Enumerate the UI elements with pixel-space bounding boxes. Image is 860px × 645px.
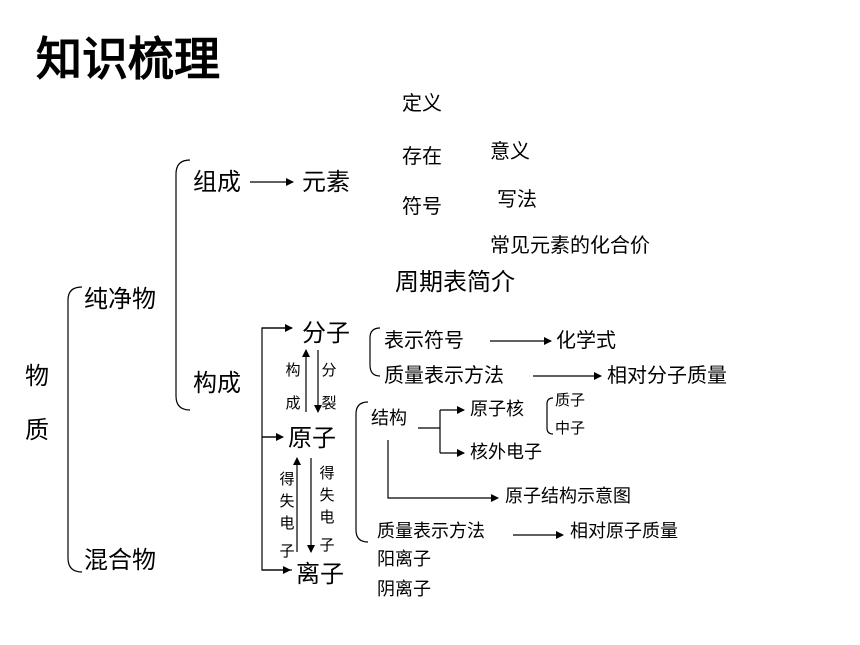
label-split: 分 裂 [321, 361, 337, 412]
atom-neutron: 中子 [555, 419, 586, 437]
node-ion: 离子 [296, 560, 344, 588]
element-writing: 写法 [497, 187, 537, 211]
element-valence: 常见元素的化合价 [490, 233, 650, 257]
ion-cation: 阳离子 [377, 549, 431, 570]
label-constitute: 构 成 [285, 361, 301, 412]
label-gain-lose-electron-left: 得 失 电 子 [279, 470, 295, 560]
relative-molecular-mass: 相对分子质量 [607, 363, 727, 387]
node-molecule: 分子 [302, 319, 350, 347]
molecule-formula: 化学式 [556, 328, 616, 352]
bracket-atom [355, 401, 369, 543]
node-element: 元素 [302, 168, 350, 196]
brace-pure [175, 159, 191, 411]
node-structure: 构成 [193, 369, 241, 397]
root-label-1: 物 [25, 362, 49, 390]
node-periodic-table: 周期表简介 [395, 268, 515, 296]
page-title: 知识梳理 [36, 32, 220, 86]
node-atom: 原子 [288, 424, 336, 452]
brace-matter [67, 286, 83, 573]
atom-electrons: 核外电子 [470, 442, 542, 463]
atom-nucleus: 原子核 [470, 399, 524, 420]
atom-mass-method: 质量表示方法 [377, 521, 485, 542]
root-label-2: 质 [25, 416, 49, 444]
node-mixture: 混合物 [84, 546, 156, 574]
atom-structure-diagram: 原子结构示意图 [505, 486, 631, 507]
element-existence: 存在 [402, 144, 442, 168]
element-meaning: 意义 [490, 139, 530, 163]
molecule-notation: 表示符号 [384, 328, 464, 352]
ion-anion: 阴离子 [377, 579, 431, 600]
bracket-molecule [369, 327, 381, 377]
node-composition: 组成 [193, 168, 241, 196]
element-symbol: 符号 [402, 194, 442, 218]
atom-proton: 质子 [555, 391, 586, 409]
bracket-nucleus [546, 397, 554, 435]
molecule-mass-method: 质量表示方法 [384, 363, 504, 387]
node-pure-substance: 纯净物 [84, 285, 156, 313]
relative-atomic-mass: 相对原子质量 [570, 521, 678, 542]
element-definition: 定义 [402, 91, 442, 115]
label-gain-lose-electron-right: 得 失 电 子 [319, 464, 335, 554]
atom-structure: 结构 [371, 408, 407, 429]
arrow-atom-diagram [387, 440, 499, 502]
